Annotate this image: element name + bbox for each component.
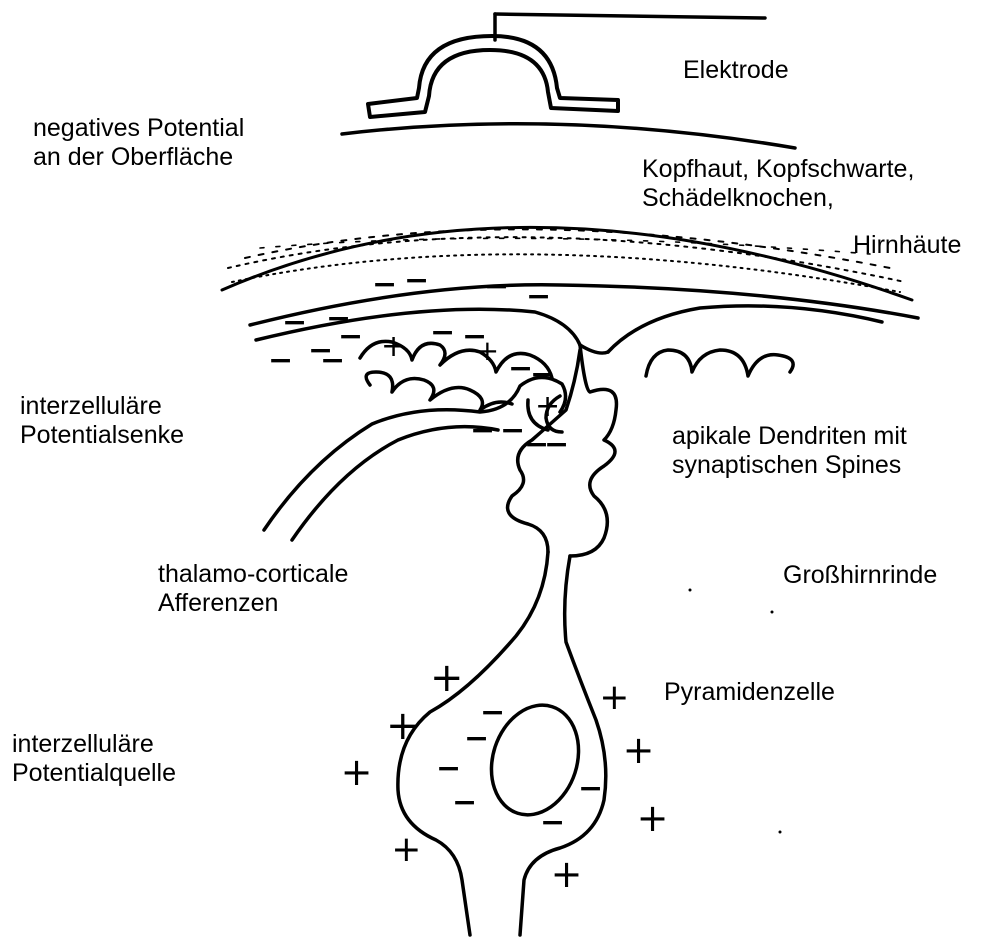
- label-cortex: Großhirnrinde: [783, 561, 937, 590]
- negative-charge-sign: −: [320, 346, 345, 375]
- negative-charge-sign: −: [484, 272, 509, 301]
- label-pyramidal-cell: Pyramidenzelle: [664, 678, 835, 707]
- negative-charge-sign: −: [530, 360, 555, 389]
- positive-charge-sign: +: [599, 680, 629, 716]
- negative-charge-sign: −: [268, 346, 293, 375]
- label-layers: Kopfhaut, Kopfschwarte, Schädelknochen,: [642, 155, 914, 213]
- negative-charge-sign: −: [282, 308, 307, 337]
- negative-charge-sign: −: [578, 774, 603, 803]
- negative-charge-sign: −: [404, 266, 429, 295]
- label-meninges: Hirnhäute: [853, 231, 961, 260]
- label-afferents: thalamo-corticale Afferenzen: [158, 560, 348, 618]
- negative-charge-sign: −: [372, 270, 397, 299]
- positive-charge-sign: +: [476, 337, 499, 365]
- label-potential-sink: interzelluläre Potentialsenke: [20, 392, 184, 450]
- negative-charge-sign: −: [540, 808, 565, 837]
- negative-charge-sign: −: [452, 788, 477, 817]
- negative-charge-sign: −: [470, 416, 495, 445]
- positive-charge-sign: +: [391, 832, 421, 868]
- positive-charge-sign: +: [381, 332, 406, 362]
- negative-charge-sign: −: [544, 430, 569, 459]
- positive-charge-sign: +: [430, 658, 464, 698]
- positive-charge-sign: +: [341, 753, 373, 791]
- positive-charge-sign: +: [386, 706, 420, 746]
- label-electrode: Elektrode: [683, 56, 789, 85]
- negative-charge-sign: −: [500, 416, 525, 445]
- skull-layer: [222, 227, 912, 300]
- negative-charge-sign: −: [430, 318, 455, 347]
- positive-charge-sign: +: [535, 392, 560, 422]
- label-potential-source: interzelluläre Potentialquelle: [12, 730, 176, 788]
- negative-charge-sign: −: [436, 754, 461, 783]
- positive-charge-sign: +: [637, 799, 669, 837]
- negative-charge-sign: −: [464, 724, 489, 753]
- label-apical-dendrites: apikale Dendriten mit synaptischen Spine…: [672, 422, 907, 480]
- positive-charge-sign: +: [551, 855, 583, 893]
- negative-charge-sign: −: [526, 282, 551, 311]
- label-surface-potential: negatives Potential an der Oberfläche: [33, 114, 244, 172]
- scalp-surface-line: [342, 124, 795, 148]
- positive-charge-sign: +: [623, 731, 655, 769]
